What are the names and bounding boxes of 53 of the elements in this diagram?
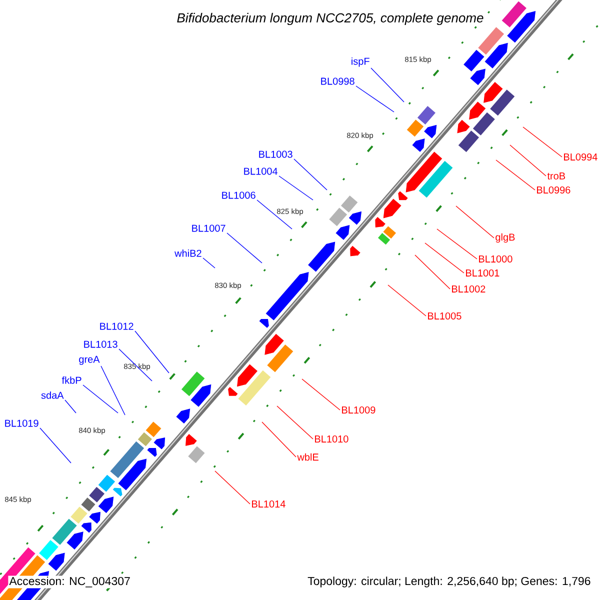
leader-line [294, 158, 328, 190]
gene-label: BL1004 [244, 168, 278, 175]
gene-label: BL1002 [452, 285, 486, 293]
leader-line [262, 422, 296, 458]
leader-line [214, 470, 250, 504]
gene-label: BL1005 [428, 312, 462, 320]
leader-line [64, 400, 76, 414]
leader-line [226, 232, 262, 264]
gene-label: BL0998 [321, 78, 354, 85]
gene-label: BL1019 [5, 420, 38, 427]
gene-label: greA [79, 356, 100, 365]
leader-line [302, 378, 340, 410]
gene-label: BL1003 [259, 150, 292, 158]
leader-line [82, 384, 118, 414]
leader-line [276, 406, 314, 440]
footer-text: Accession: NC_004307 [8, 576, 132, 588]
title: Bifidobacterium longum NCC2705, complete genome [177, 12, 484, 26]
gene-label: BL1001 [466, 269, 500, 277]
gene-label: wblE [297, 453, 318, 461]
gene-label: BL0996 [537, 186, 570, 194]
gene-label: BL1010 [315, 435, 348, 443]
leader-line [278, 176, 314, 200]
leader-line [388, 284, 426, 316]
leader-line [496, 160, 536, 190]
gene-label: BL1007 [192, 224, 226, 232]
gene-label: BL1012 [100, 322, 134, 330]
gene-label: BL0994 [564, 153, 598, 161]
leader-line [40, 428, 72, 464]
gene-label: sdaA [41, 391, 64, 399]
gene-label: whiB2 [174, 250, 202, 257]
gene-label: troB [547, 172, 566, 180]
leader-line [436, 228, 478, 260]
footer-text: Topology: circular; Length: 2,256,640 bp; Genes: 1,796 [308, 576, 590, 588]
leader-line [118, 348, 152, 382]
gene-label: BL1006 [222, 192, 256, 199]
leader-line [522, 126, 562, 158]
gene-label: BL1000 [479, 255, 512, 263]
leader-line [202, 258, 216, 268]
leader-line [100, 366, 126, 416]
leader-line [414, 254, 450, 290]
gene-label: BL1009 [342, 406, 376, 414]
gene-label: BL1013 [84, 340, 118, 348]
leader-line [510, 144, 546, 176]
leader-line [370, 68, 404, 102]
leader-line [356, 86, 394, 112]
leader-line [256, 200, 292, 230]
leader-line [456, 206, 494, 238]
leader-line [424, 242, 464, 274]
gene-label: fkbP [62, 376, 82, 384]
gene-label: BL1014 [252, 500, 286, 508]
leader-line [134, 330, 170, 374]
gene-label: glgB [496, 233, 515, 243]
gene-label: ispF [352, 57, 370, 67]
